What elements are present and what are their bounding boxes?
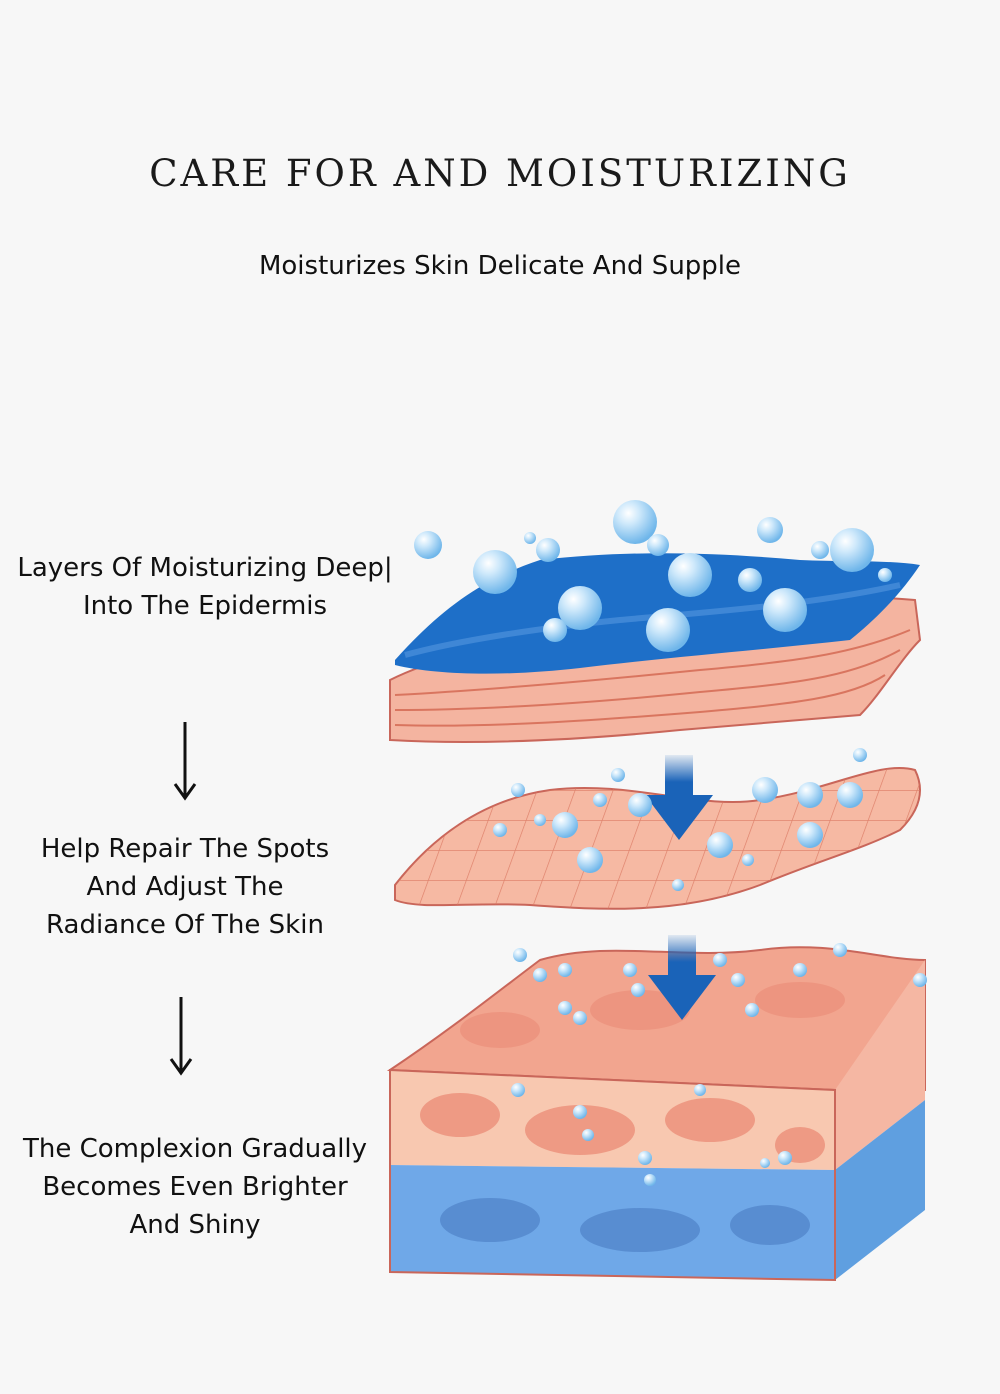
- subcutaneous-block: [386, 946, 926, 1282]
- water-bubble-icon: [414, 500, 927, 1186]
- skin-layers-illustration: [386, 500, 927, 1282]
- dermis-mesh-layer: [394, 767, 921, 910]
- step-2-line-3: Radiance Of The Skin: [46, 910, 324, 940]
- step-3-line-2: Becomes Even Brighter: [42, 1172, 348, 1202]
- step-2-caption: Help Repair The Spots And Adjust The Rad…: [10, 830, 360, 944]
- down-arrow-icon: [645, 755, 713, 840]
- step-1-caption: Layers Of Moisturizing Deep| Into The Ep…: [10, 549, 400, 625]
- step-2-line-1: Help Repair The Spots: [40, 834, 330, 864]
- step-1-line-1: Layers Of Moisturizing Deep|: [17, 553, 393, 583]
- page-title: CARE FOR AND MOISTURIZING: [149, 152, 851, 195]
- step-2-line-2: And Adjust The: [86, 872, 284, 902]
- down-arrow-icon: [173, 722, 197, 801]
- down-arrow-icon: [648, 935, 716, 1020]
- step-3-caption: The Complexion Gradually Becomes Even Br…: [10, 1130, 380, 1244]
- step-3-line-1: The Complexion Gradually: [22, 1134, 368, 1164]
- down-arrow-icon: [169, 997, 193, 1076]
- step-3-line-3: And Shiny: [129, 1210, 261, 1240]
- page-subtitle: Moisturizes Skin Delicate And Supple: [258, 251, 742, 281]
- step-1-line-2: Into The Epidermis: [82, 591, 328, 621]
